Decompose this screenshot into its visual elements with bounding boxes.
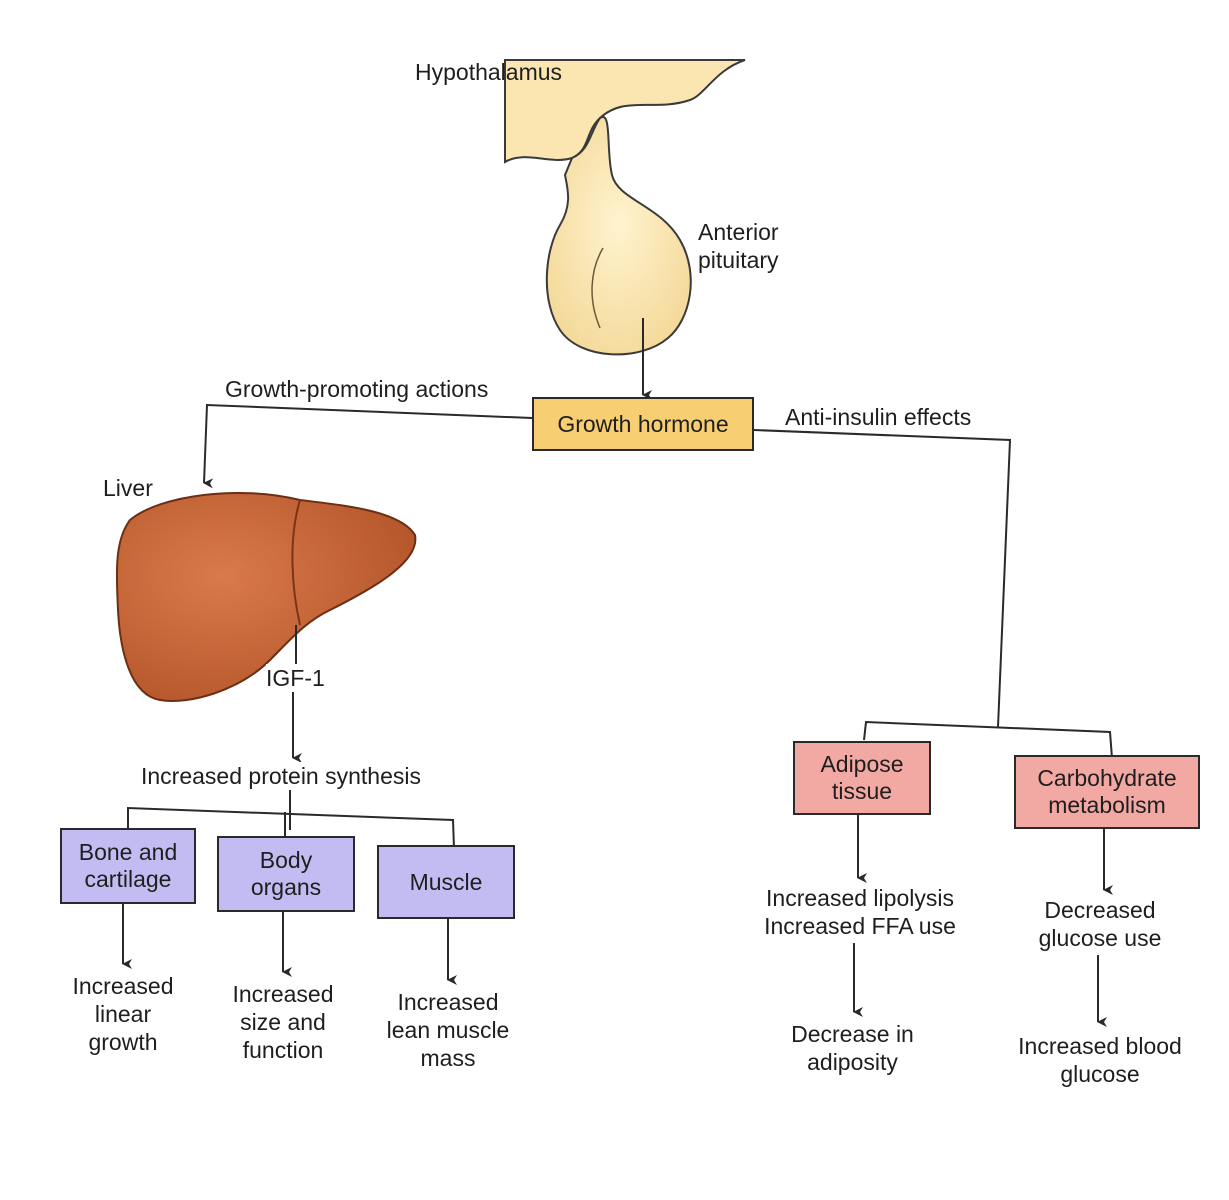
connector-lines xyxy=(122,318,1113,1027)
blood-glucose-effect: Increased blood glucose xyxy=(1018,1033,1182,1087)
lean-muscle-effect: Increased lean muscle mass xyxy=(386,989,510,1071)
growth-promoting-label: Growth-promoting actions xyxy=(225,376,489,402)
growth-hormone-box: Growth hormone xyxy=(532,397,754,451)
anti-insulin-label: Anti-insulin effects xyxy=(785,404,972,430)
glucose-use-effect: Decreased glucose use xyxy=(1038,897,1162,951)
protein-synthesis-label: Increased protein synthesis xyxy=(141,762,421,790)
pituitary-lobe-line xyxy=(591,247,604,329)
igf1-label: IGF-1 xyxy=(266,664,325,692)
carbohydrate-metabolism-box: Carbohydrate metabolism xyxy=(1014,755,1200,829)
anterior-pituitary-label: Anterior pituitary xyxy=(698,219,779,273)
liver-lobe-line xyxy=(291,499,301,626)
muscle-box: Muscle xyxy=(377,845,515,919)
hypothalamus-shape xyxy=(504,59,746,164)
pituitary-gland-shape xyxy=(545,116,692,356)
hypothalamus-label: Hypothalamus xyxy=(415,59,563,85)
linear-growth-effect: Increased linear growth xyxy=(72,973,174,1055)
liver-label: Liver xyxy=(103,475,153,501)
body-organs-box: Body organs xyxy=(217,836,355,912)
size-function-effect: Increased size and function xyxy=(232,981,334,1063)
bone-cartilage-box: Bone and cartilage xyxy=(60,828,196,904)
adiposity-effect: Decrease in adiposity xyxy=(791,1021,914,1075)
lipolysis-effect: Increased lipolysis Increased FFA use xyxy=(764,885,956,939)
adipose-tissue-box: Adipose tissue xyxy=(793,741,931,815)
